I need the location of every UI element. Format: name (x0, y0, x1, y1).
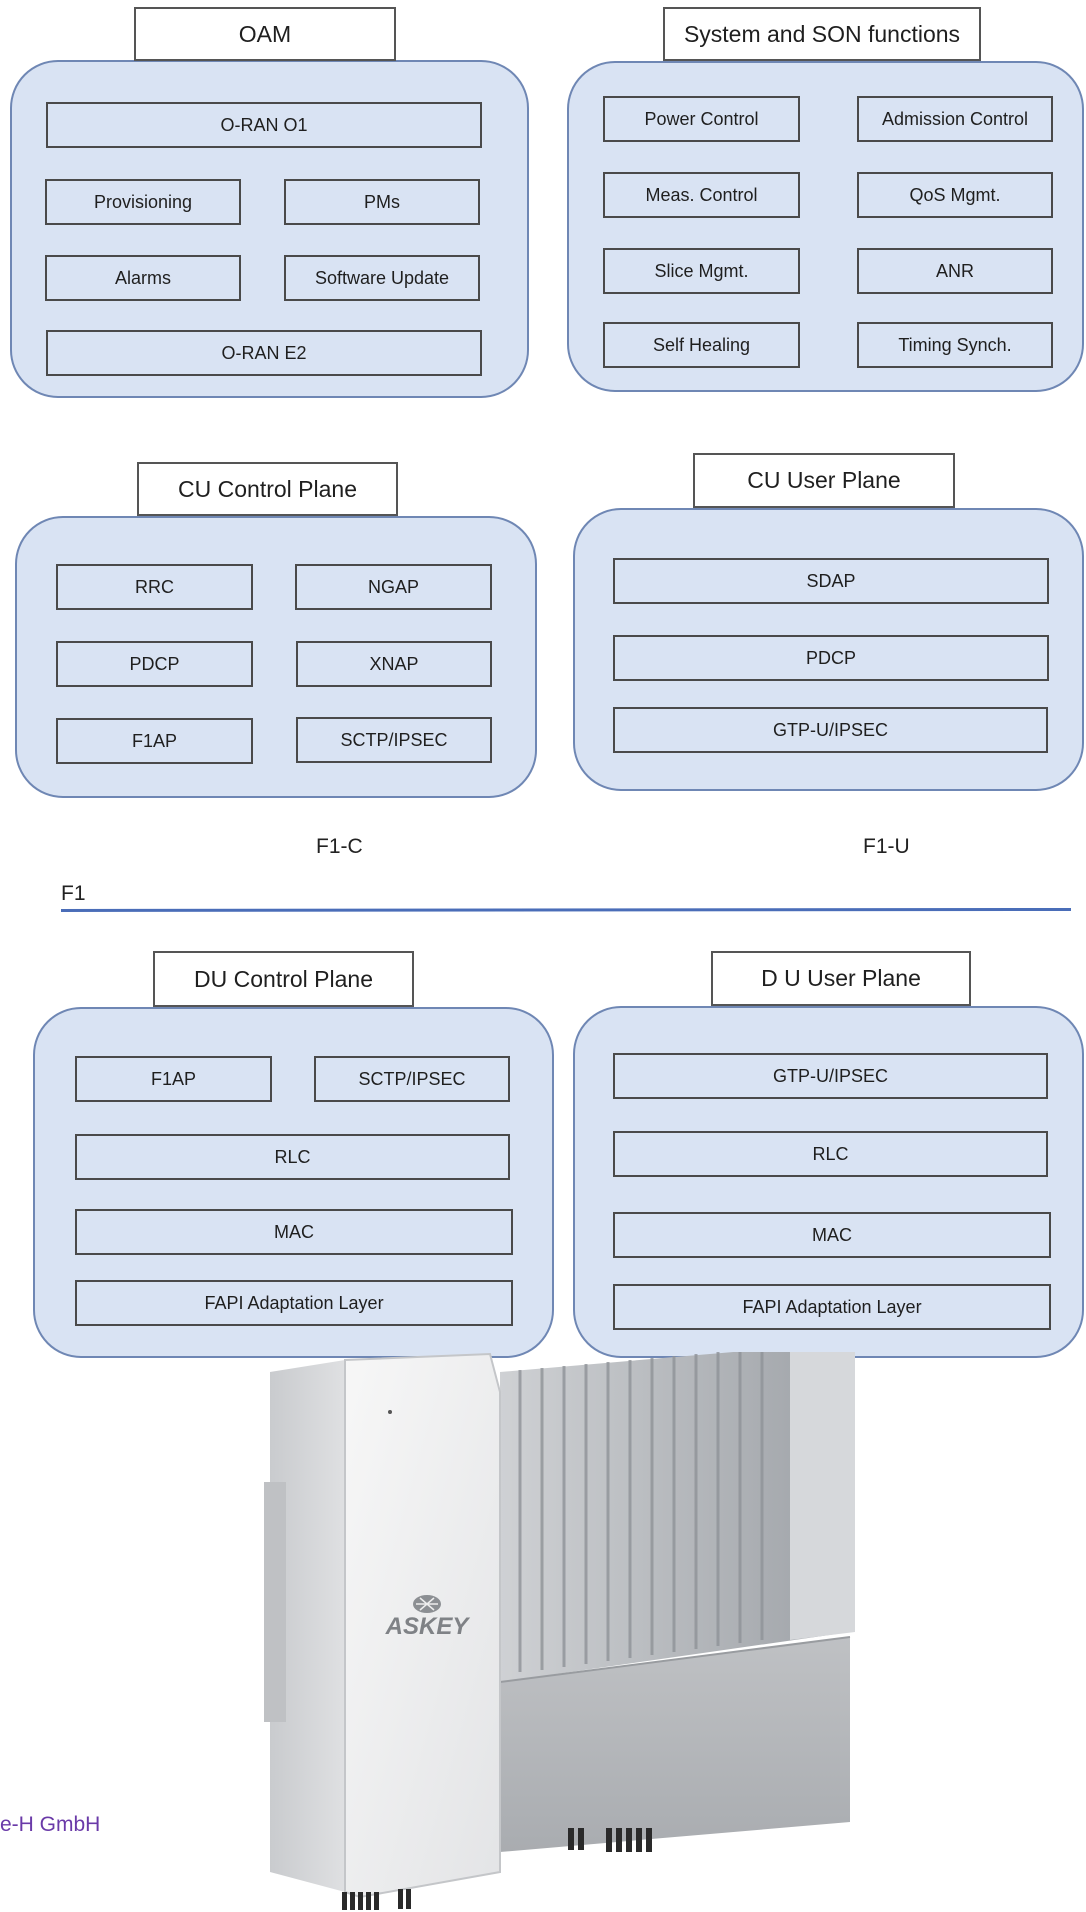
askey-radio-unit-image: ASKEY (264, 1352, 855, 1910)
rear-unit-lower-body (500, 1637, 850, 1852)
du-up-gtpu-box: GTP-U/IPSEC (613, 1053, 1048, 1099)
rear-unit-connectors (568, 1828, 652, 1852)
oam-e2-box: O-RAN E2 (46, 330, 482, 376)
cu-cp-ngap-box: NGAP (295, 564, 492, 610)
cu-cp-sctp-box: SCTP/IPSEC (296, 717, 492, 763)
rear-unit-heatsink (500, 1352, 855, 1682)
cu-cp-xnap-box: XNAP (296, 641, 492, 687)
oam-software-update-box: Software Update (284, 255, 480, 301)
cu-up-gtpu-box: GTP-U/IPSEC (613, 707, 1048, 753)
son-admission-control-box: Admission Control (857, 96, 1053, 142)
son-timing-synch-box: Timing Synch. (857, 322, 1053, 368)
oam-title: OAM (134, 7, 396, 61)
du-user-plane-title: D U User Plane (711, 951, 971, 1006)
son-title: System and SON functions (663, 7, 981, 61)
du-up-fapi-box: FAPI Adaptation Layer (613, 1284, 1051, 1330)
du-control-plane-title: DU Control Plane (153, 951, 414, 1007)
son-meas-control-box: Meas. Control (603, 172, 800, 218)
askey-logo-icon: ASKEY (385, 1595, 471, 1640)
cu-cp-f1ap-box: F1AP (56, 718, 253, 764)
f1u-label: F1-U (863, 835, 910, 858)
front-unit-face (345, 1354, 500, 1897)
cu-control-plane-title: CU Control Plane (137, 462, 398, 516)
cu-cp-rrc-box: RRC (56, 564, 253, 610)
son-self-healing-box: Self Healing (603, 322, 800, 368)
f1-label: F1 (61, 882, 86, 905)
front-unit-side (270, 1360, 345, 1892)
front-unit-connectors (342, 1889, 411, 1910)
cu-cp-pdcp-box: PDCP (56, 641, 253, 687)
cu-up-pdcp-box: PDCP (613, 635, 1049, 681)
f1c-label: F1-C (316, 835, 363, 858)
f1-divider-line (60, 907, 1072, 912)
askey-logo-text: ASKEY (385, 1613, 471, 1640)
oam-alarms-box: Alarms (45, 255, 241, 301)
cu-up-sdap-box: SDAP (613, 558, 1049, 604)
oam-pms-box: PMs (284, 179, 480, 225)
son-anr-box: ANR (857, 248, 1053, 294)
son-slice-mgmt-box: Slice Mgmt. (603, 248, 800, 294)
du-cp-mac-box: MAC (75, 1209, 513, 1255)
du-up-rlc-box: RLC (613, 1131, 1048, 1177)
son-power-control-box: Power Control (603, 96, 800, 142)
son-qos-mgmt-box: QoS Mgmt. (857, 172, 1053, 218)
du-cp-rlc-box: RLC (75, 1134, 510, 1180)
vendor-caption: e-H GmbH (0, 1813, 101, 1836)
du-cp-fapi-box: FAPI Adaptation Layer (75, 1280, 513, 1326)
du-cp-sctp-box: SCTP/IPSEC (314, 1056, 510, 1102)
du-cp-f1ap-box: F1AP (75, 1056, 272, 1102)
cu-user-plane-title: CU User Plane (693, 453, 955, 508)
oam-provisioning-box: Provisioning (45, 179, 241, 225)
oam-o1-box: O-RAN O1 (46, 102, 482, 148)
du-up-mac-box: MAC (613, 1212, 1051, 1258)
